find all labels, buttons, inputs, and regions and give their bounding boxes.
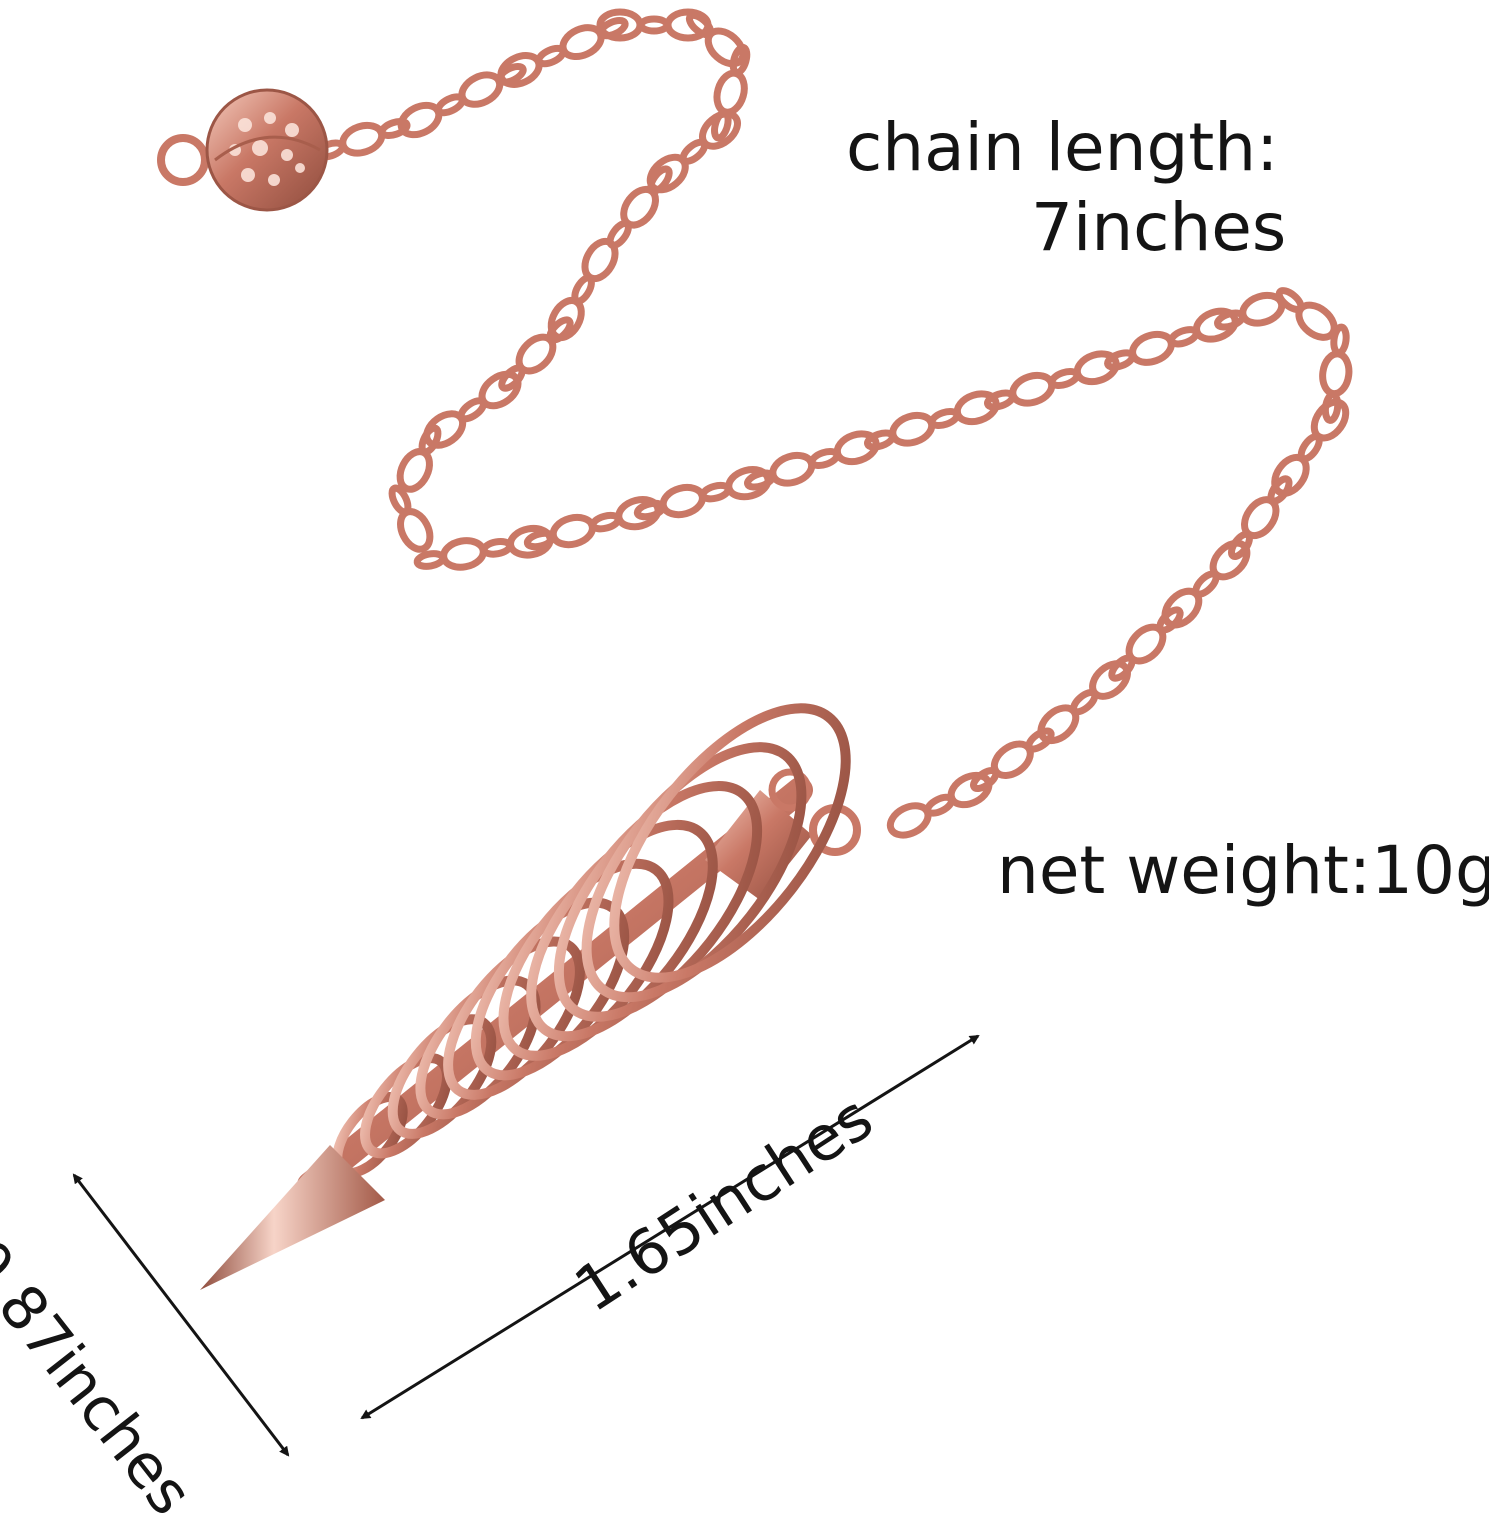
chain-link xyxy=(886,802,932,839)
spiral-coil xyxy=(526,819,718,1042)
dimension-arrow-icon xyxy=(72,1034,980,1457)
filigree-bead-icon xyxy=(157,88,329,212)
chain-link xyxy=(378,117,411,140)
chain-link xyxy=(1037,704,1080,745)
chain-link xyxy=(833,430,880,466)
net-weight-label: net weight:10g xyxy=(997,832,1489,909)
chain-link xyxy=(659,483,706,519)
chain-link xyxy=(480,537,514,558)
chain-link xyxy=(713,69,748,116)
chain-link xyxy=(1271,453,1310,497)
chain-link xyxy=(953,390,1000,426)
spiral-coil xyxy=(609,703,851,983)
chain-link xyxy=(615,496,662,531)
chain-length-label: chain length: xyxy=(846,109,1279,186)
chain-link xyxy=(725,466,772,501)
chain-link xyxy=(889,411,936,447)
chain-link xyxy=(397,508,434,553)
chain-link xyxy=(339,121,386,157)
chain-link xyxy=(1193,307,1239,343)
chain-link xyxy=(1129,330,1175,366)
chain-link xyxy=(549,513,596,549)
chain-link xyxy=(1330,323,1350,357)
chain-length-value: 7inches xyxy=(1031,189,1287,266)
length-arrow xyxy=(360,1034,980,1420)
chain-link xyxy=(396,448,433,493)
chain-link xyxy=(1073,350,1120,386)
chain-link xyxy=(1319,350,1353,398)
chain-link xyxy=(440,537,487,571)
spiral-coil xyxy=(553,781,763,1022)
spiral-coil xyxy=(581,742,807,1003)
chain-link xyxy=(704,27,747,68)
width-arrow xyxy=(72,1173,290,1457)
chain-link xyxy=(1161,587,1203,629)
chain-link xyxy=(769,451,816,487)
chain xyxy=(314,8,1353,839)
chain-link xyxy=(413,550,447,570)
chain-link xyxy=(423,410,467,449)
chain-link xyxy=(637,15,671,35)
chain-link xyxy=(1009,371,1056,407)
